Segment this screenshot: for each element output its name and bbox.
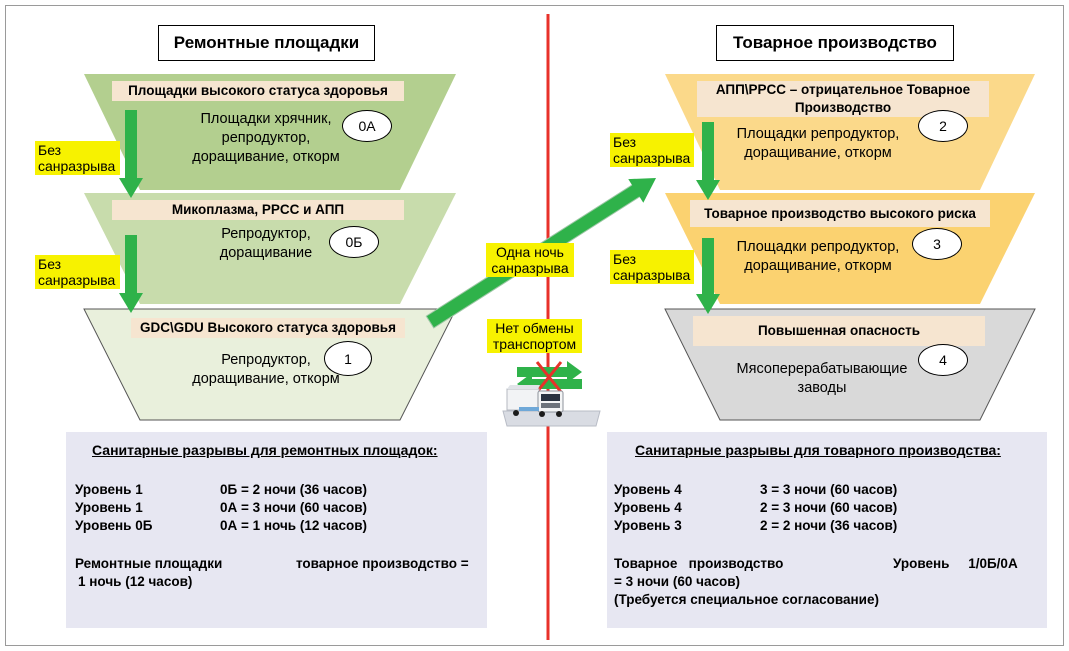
left-footer-line2: 1 ночь (12 часов) (78, 574, 193, 589)
left-level-0b-badge: 0Б (329, 226, 379, 258)
left-level-0a-trapezoid (84, 74, 456, 190)
right-level-4-band: Повышенная опасность (693, 316, 985, 346)
left-panel-title: Санитарные разрывы для ремонтных площадо… (92, 442, 438, 458)
right-arrow-3-4 (696, 238, 720, 314)
truck-icon (502, 385, 601, 427)
left-level-0a-badge: 0А (342, 110, 392, 142)
right-level-3-band: Товарное производство высокого риска (690, 200, 990, 227)
left-rule-3-to: 0А = 1 ночь (12 часов) (220, 518, 368, 533)
right-rules-panel (607, 432, 1047, 628)
left-arrow-0b-1 (119, 235, 143, 313)
right-level-2-desc: Площадки репродуктор,доращивание, откорм (736, 126, 900, 161)
right-footer-from: Товарное производство (614, 556, 784, 571)
left-level-1-badge: 1 (324, 341, 372, 376)
left-footer-from: Ремонтные площадки (75, 556, 223, 571)
right-level-3-badge: 3 (912, 228, 962, 260)
left-level-0a-band: Площадки высокого статуса здоровья (112, 81, 404, 101)
left-level-0b-band: Микоплазма, PPCC и АПП (112, 200, 404, 220)
no-exchange-arrows (517, 361, 582, 395)
left-level-0a-desc: Площадки хрячник,репродуктор,доращивание… (192, 111, 340, 165)
right-rule-2-from: Уровень 4 (614, 500, 682, 515)
left-rule-1-from: Уровень 1 (75, 482, 143, 497)
left-rule-2-to: 0А = 3 ночи (60 часов) (220, 500, 368, 515)
left-rule-2-from: Уровень 1 (75, 500, 143, 515)
left-rule-1-to: 0Б = 2 ночи (36 часов) (220, 482, 367, 497)
right-rule-3-to: 2 = 2 ночи (36 часов) (760, 518, 898, 533)
right-rule-2-to: 2 = 3 ночи (60 часов) (760, 500, 898, 515)
left-level-1-band: GDC\GDU Высокого статуса здоровья (131, 318, 405, 338)
left-section-header: Ремонтные площадки (158, 25, 375, 61)
left-rule-3-from: Уровень 0Б (75, 518, 153, 533)
left-rules-panel (66, 432, 487, 628)
right-level-4-badge: 4 (918, 344, 968, 376)
right-section-header: Товарное производство (716, 25, 954, 61)
right-rule-3-from: Уровень 3 (614, 518, 682, 533)
right-footer-line3: (Требуется специальное согласование) (614, 592, 879, 607)
right-footer-line2: = 3 ночи (60 часов) (614, 574, 741, 589)
right-panel-title: Санитарные разрывы для товарного произво… (635, 442, 1001, 458)
right-arrow-2-3 (696, 122, 720, 200)
right-level-3-desc: Площадки репродуктор,доращивание, откорм (736, 239, 900, 274)
left-level-0b-desc: Репродуктор,доращивание (219, 226, 313, 261)
left-level-1-desc: Репродуктор,доращивание, откорм (192, 352, 340, 387)
right-footer-to: Уровень 1/0Б/0А (893, 556, 1018, 571)
left-arrow-0a-0b (119, 110, 143, 198)
right-level-2-badge: 2 (918, 110, 968, 142)
right-rule-1-to: 3 = 3 ночи (60 часов) (760, 482, 898, 497)
right-rule-1-from: Уровень 4 (614, 482, 682, 497)
left-footer-to: товарное производство = (296, 556, 469, 571)
left-level-0b-trapezoid (84, 193, 456, 304)
